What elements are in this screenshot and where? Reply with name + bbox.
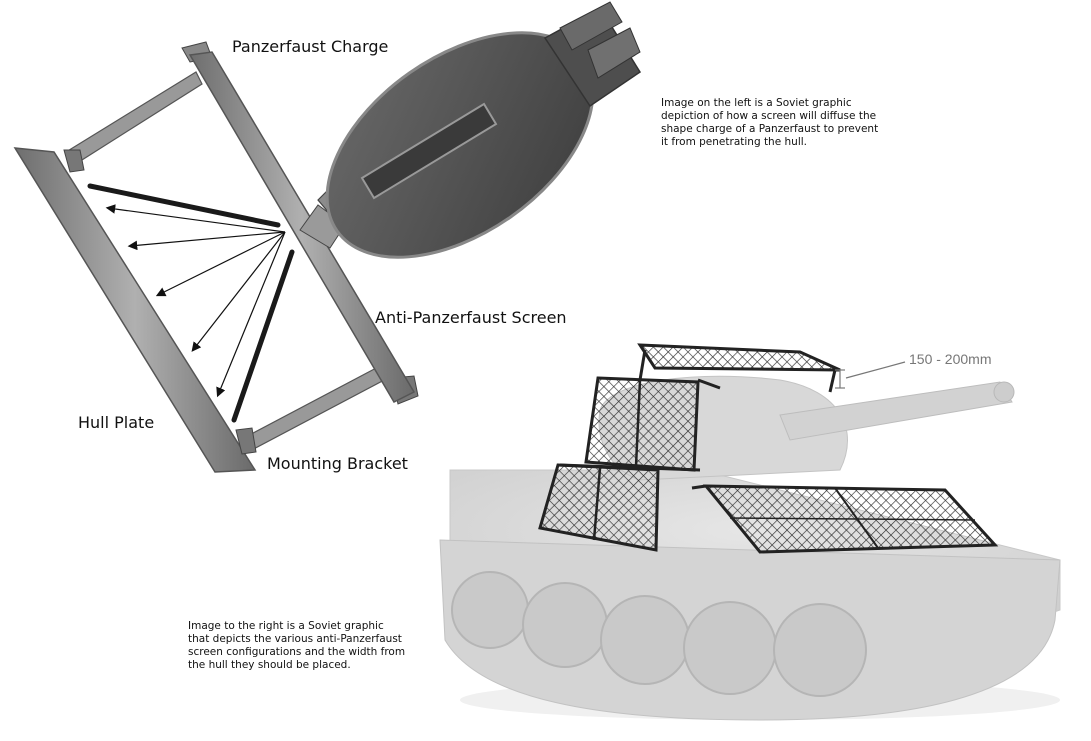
- hull-plate-label: Hull Plate: [78, 413, 155, 432]
- tank-illustration: [439, 343, 1061, 721]
- fragment-bar-lower: [231, 249, 295, 423]
- hull-side-screen: [538, 463, 701, 552]
- left-caption-line: depiction of how a screen will diffuse t…: [661, 110, 877, 122]
- panzerfaust-charge-shape: [299, 1, 642, 259]
- right-caption-line: screen configurations and the width from: [188, 646, 406, 658]
- dimension-marker: [835, 361, 906, 389]
- upper-bracket-shape: [63, 41, 213, 173]
- right-caption-line: the hull they should be placed.: [188, 659, 351, 671]
- left-caption-line: it from penetrating the hull.: [661, 136, 807, 148]
- right-caption-line: Image to the right is a Soviet graphic: [188, 620, 384, 632]
- engine-deck-screen: [691, 484, 999, 554]
- screen-diagram: [13, 1, 642, 473]
- left-caption: Image on the left is a Soviet graphic de…: [661, 97, 878, 149]
- fragment-bar-upper: [87, 183, 281, 228]
- left-caption-line: shape charge of a Panzerfaust to prevent: [661, 123, 879, 135]
- right-caption: Image to the right is a Soviet graphic t…: [188, 620, 405, 672]
- anti-panzerfaust-screen-label: Anti-Panzerfaust Screen: [375, 308, 567, 327]
- dimension-label: 150 - 200mm: [909, 351, 992, 367]
- hull-plate-shape: [13, 147, 257, 473]
- mounting-bracket-label: Mounting Bracket: [267, 454, 408, 473]
- left-caption-line: Image on the left is a Soviet graphic: [661, 97, 852, 109]
- panzerfaust-charge-label: Panzerfaust Charge: [232, 37, 389, 56]
- right-caption-line: that depicts the various anti-Panzerfaus…: [188, 633, 402, 645]
- diffusion-arrows: [105, 204, 286, 398]
